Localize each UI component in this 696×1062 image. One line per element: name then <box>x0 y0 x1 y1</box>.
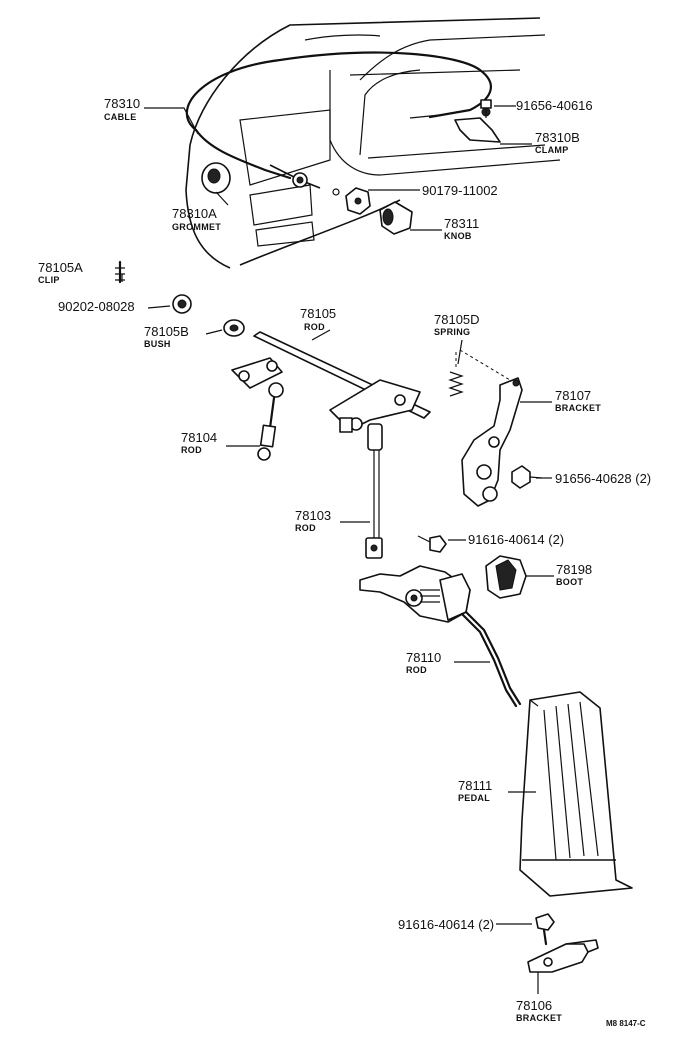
svg-text:BUSH: BUSH <box>144 339 171 349</box>
svg-text:91616-40614 (2): 91616-40614 (2) <box>468 532 564 547</box>
label-90179-11002: 90179-11002 <box>422 183 498 198</box>
label-91656-40616: 91656-40616 <box>516 98 593 113</box>
svg-text:78110: 78110 <box>406 650 441 665</box>
svg-text:78107: 78107 <box>555 388 591 403</box>
label-78105d: 78105D SPRING <box>434 312 480 337</box>
svg-text:78310B: 78310B <box>535 130 580 145</box>
footer-code: M8 8147-C <box>606 1019 646 1028</box>
pedal-rod-78110 <box>460 610 522 708</box>
svg-text:BRACKET: BRACKET <box>555 403 601 413</box>
label-78105b: 78105B BUSH <box>144 324 189 349</box>
label-91656-40628: 91656-40628 (2) <box>555 471 651 486</box>
svg-text:ROD: ROD <box>295 523 316 533</box>
label-78107: 78107 BRACKET <box>555 388 601 413</box>
label-78106: 78106 BRACKET <box>516 998 562 1023</box>
svg-text:BOOT: BOOT <box>556 577 583 587</box>
grommet-78310a <box>201 162 231 194</box>
svg-text:78104: 78104 <box>181 430 217 445</box>
bolt-91616-40614-upper <box>417 535 447 553</box>
svg-text:78106: 78106 <box>516 998 552 1013</box>
svg-text:78310: 78310 <box>104 96 140 111</box>
svg-text:78103: 78103 <box>295 508 331 523</box>
svg-text:78311: 78311 <box>444 216 479 231</box>
svg-text:78310A: 78310A <box>172 206 217 221</box>
rod-assembly-78105 <box>231 331 431 433</box>
boot-78198 <box>485 555 527 599</box>
label-78104: 78104 ROD <box>181 430 217 455</box>
spring-78105d <box>448 349 511 397</box>
bolt-91656-40628 <box>511 465 543 489</box>
label-78310b: 78310B CLAMP <box>535 130 580 155</box>
bolt-91616-40614-lower <box>535 913 555 946</box>
pedal-78111 <box>519 691 633 897</box>
clip-78105a <box>115 260 125 284</box>
svg-text:M8 8147-C: M8 8147-C <box>606 1019 646 1028</box>
svg-text:ROD: ROD <box>181 445 202 455</box>
svg-text:CLIP: CLIP <box>38 275 60 285</box>
label-78311: 78311 KNOB <box>444 216 479 241</box>
knob-78311 <box>379 201 413 235</box>
rod-78104 <box>257 382 284 461</box>
svg-text:78198: 78198 <box>556 562 592 577</box>
svg-text:90202-08028: 90202-08028 <box>58 299 135 314</box>
label-78105a: 78105A CLIP <box>38 260 83 285</box>
svg-text:78111: 78111 <box>458 778 492 793</box>
label-78111: 78111 PEDAL <box>458 778 492 803</box>
svg-text:GROMMET: GROMMET <box>172 222 221 232</box>
svg-text:SPRING: SPRING <box>434 327 470 337</box>
label-78310a: 78310A GROMMET <box>172 206 221 232</box>
label-91616-40614-lower: 91616-40614 (2) <box>398 917 494 932</box>
label-78198: 78198 BOOT <box>556 562 592 587</box>
svg-text:91656-40628 (2): 91656-40628 (2) <box>555 471 651 486</box>
label-78105: 78105 ROD <box>300 306 336 332</box>
svg-text:ROD: ROD <box>304 322 325 332</box>
svg-text:91656-40616: 91656-40616 <box>516 98 593 113</box>
svg-text:CLAMP: CLAMP <box>535 145 569 155</box>
svg-text:KNOB: KNOB <box>444 231 472 241</box>
svg-text:CABLE: CABLE <box>104 112 137 122</box>
bracket-78106 <box>527 939 599 973</box>
clamp-78310b <box>454 99 501 143</box>
svg-text:78105: 78105 <box>300 306 336 321</box>
svg-text:ROD: ROD <box>406 665 427 675</box>
svg-text:90179-11002: 90179-11002 <box>422 183 498 198</box>
svg-text:78105D: 78105D <box>434 312 480 327</box>
dashboard-outline <box>185 17 561 269</box>
svg-text:78105B: 78105B <box>144 324 189 339</box>
cable-78310 <box>185 51 492 189</box>
bracket-78107 <box>461 377 523 507</box>
nut-90179 <box>332 187 371 215</box>
svg-text:BRACKET: BRACKET <box>516 1013 562 1023</box>
leader-lines <box>121 105 554 994</box>
label-78110: 78110 ROD <box>406 650 441 675</box>
pedal-hinge <box>359 565 471 623</box>
label-78103: 78103 ROD <box>295 508 331 533</box>
rod-78103 <box>365 423 383 559</box>
svg-text:78105A: 78105A <box>38 260 83 275</box>
washer-90202 <box>172 294 192 314</box>
label-90202-08028: 90202-08028 <box>58 299 135 314</box>
svg-text:91616-40614 (2): 91616-40614 (2) <box>398 917 494 932</box>
svg-text:PEDAL: PEDAL <box>458 793 490 803</box>
label-78310: 78310 CABLE <box>104 96 140 122</box>
label-91616-40614-upper: 91616-40614 (2) <box>468 532 564 547</box>
bush-78105b <box>223 319 245 337</box>
